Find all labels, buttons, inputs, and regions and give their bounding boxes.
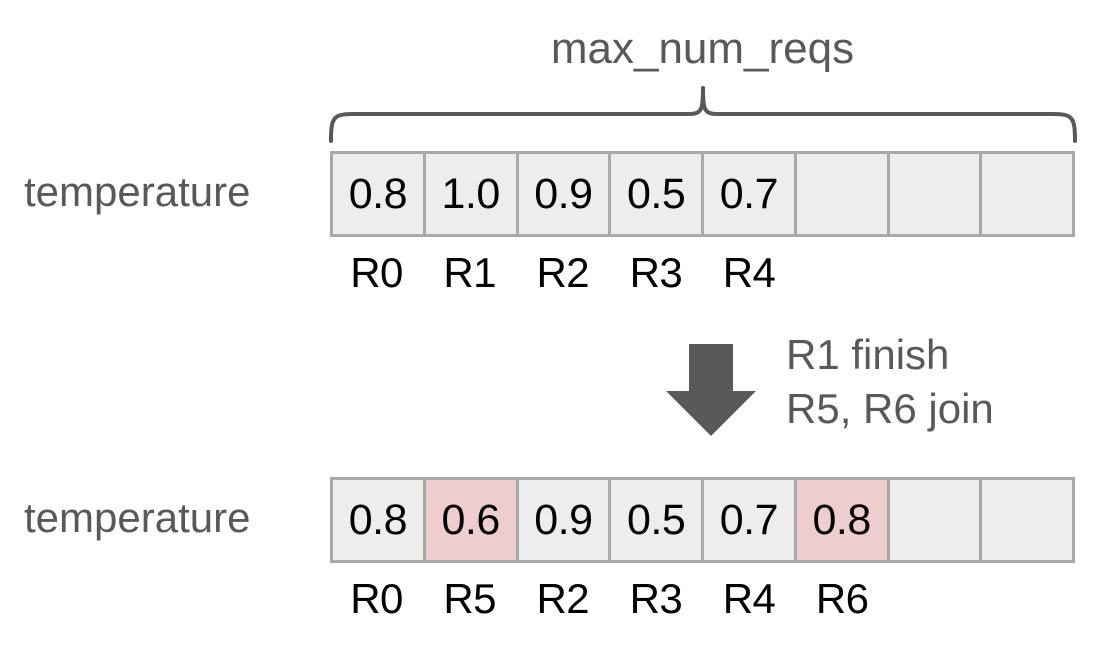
array-cell: 0.9 — [518, 480, 612, 560]
request-id-label-empty — [889, 578, 982, 620]
array-cell-empty — [982, 480, 1072, 560]
array-cell: 0.7 — [704, 480, 797, 560]
request-id-label: R0 — [350, 249, 403, 296]
max-num-reqs-label: max_num_reqs — [550, 24, 855, 73]
temperature-array-row1: 0.8 1.0 0.9 0.5 0.7 — [330, 151, 1075, 237]
array-cell-empty — [889, 480, 983, 560]
request-id-label-empty — [796, 252, 889, 294]
annotation-line-2: R5, R6 join — [786, 384, 994, 432]
curly-brace-icon — [320, 82, 1086, 144]
transition-annotation: R1 finish R5, R6 join — [786, 328, 994, 436]
temperature-array-row2: 0.8 0.6 0.9 0.5 0.7 0.8 — [330, 477, 1075, 563]
array-cell-empty — [796, 154, 890, 234]
temperature-label-row1: temperature — [24, 168, 251, 215]
array-cell: 0.8 — [333, 154, 426, 234]
request-id-label: R4 — [722, 249, 776, 296]
temperature-label-row2: temperature — [24, 494, 251, 541]
request-id-label: R5 — [443, 575, 497, 622]
array-cell: 0.9 — [518, 154, 612, 234]
request-id-label: R2 — [536, 575, 590, 622]
array-cell: 0.8 — [333, 480, 426, 560]
array-cell-empty — [982, 154, 1072, 234]
request-id-label-empty — [982, 252, 1075, 294]
array-cell-empty — [889, 154, 983, 234]
request-id-label: R1 — [443, 249, 497, 296]
annotation-line-1: R1 finish — [786, 331, 950, 378]
request-id-label: R6 — [815, 575, 869, 622]
request-id-label: R2 — [536, 249, 590, 296]
down-arrow-icon — [666, 344, 756, 436]
array-cell: 1.0 — [425, 154, 519, 234]
request-id-label: R3 — [629, 249, 683, 296]
array-cell: 0.5 — [611, 154, 704, 234]
request-ids-row2: R0 R5 R2 R3 R4 R6 — [330, 578, 1075, 620]
array-cell: 0.7 — [704, 154, 797, 234]
array-cell-highlighted: 0.8 — [796, 480, 890, 560]
request-id-label-empty — [889, 252, 982, 294]
request-id-label: R4 — [722, 575, 776, 622]
request-id-label-empty — [982, 578, 1075, 620]
array-cell: 0.5 — [611, 480, 704, 560]
request-id-label: R0 — [350, 575, 403, 622]
array-cell-highlighted: 0.6 — [425, 480, 519, 560]
request-id-label: R3 — [629, 575, 683, 622]
request-ids-row1: R0 R1 R2 R3 R4 — [330, 252, 1075, 294]
